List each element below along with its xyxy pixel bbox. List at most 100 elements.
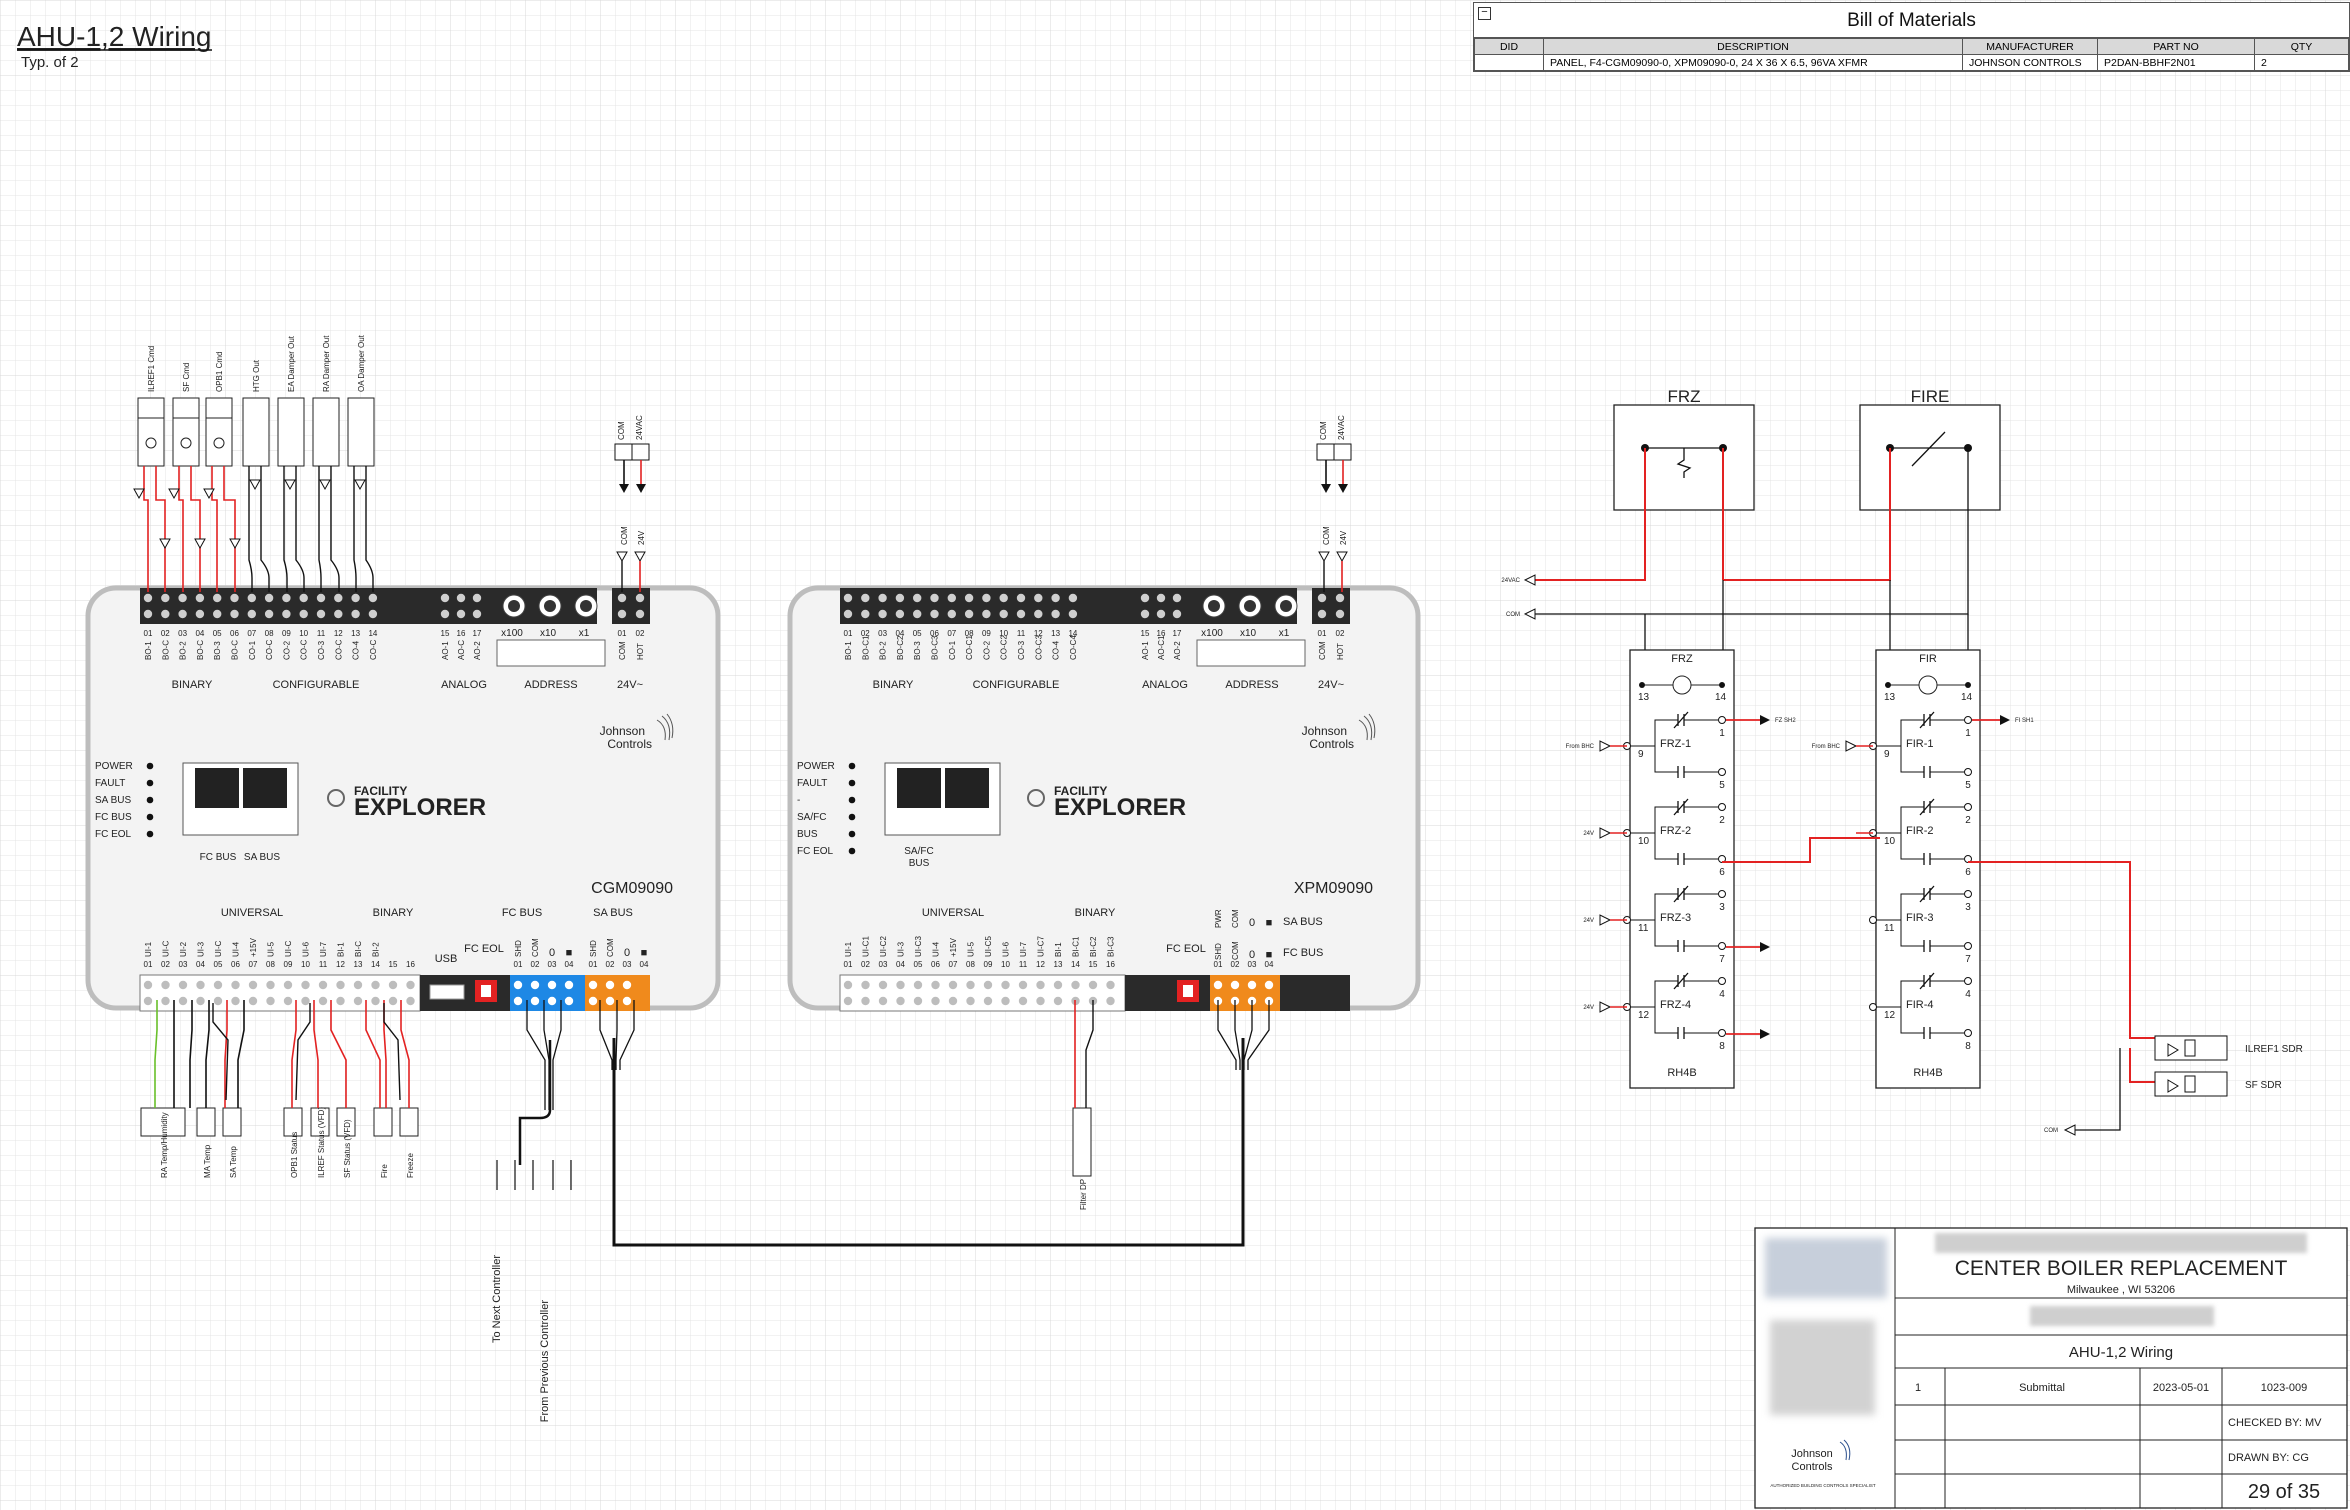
- terminal-screw[interactable]: [388, 980, 398, 990]
- terminal-screw[interactable]: [318, 980, 328, 990]
- terminal-screw[interactable]: [843, 996, 853, 1006]
- terminal-screw[interactable]: [878, 980, 888, 990]
- terminal-screw[interactable]: [878, 609, 887, 619]
- terminal-screw[interactable]: [195, 593, 205, 603]
- terminal-screw[interactable]: [143, 996, 153, 1006]
- terminal-screw[interactable]: [999, 609, 1008, 619]
- terminal-screw[interactable]: [1172, 593, 1182, 603]
- terminal-screw[interactable]: [635, 609, 645, 619]
- terminal-screw[interactable]: [948, 980, 958, 990]
- terminal-screw[interactable]: [1071, 980, 1080, 990]
- terminal-screw[interactable]: [368, 609, 378, 619]
- terminal-screw[interactable]: [371, 996, 380, 1006]
- terminal-screw[interactable]: [195, 609, 205, 619]
- terminal-screw[interactable]: [161, 609, 170, 619]
- terminal-screw[interactable]: [316, 609, 326, 619]
- terminal-screw[interactable]: [1106, 996, 1115, 1006]
- terminal-screw[interactable]: [843, 609, 853, 619]
- terminal-screw[interactable]: [1264, 980, 1274, 990]
- terminal-screw[interactable]: [588, 980, 598, 990]
- terminal-screw[interactable]: [247, 609, 256, 619]
- terminal-screw[interactable]: [1088, 980, 1098, 990]
- terminal-screw[interactable]: [1068, 609, 1078, 619]
- terminal-screw[interactable]: [161, 996, 170, 1006]
- terminal-screw[interactable]: [196, 980, 205, 990]
- terminal-screw[interactable]: [1230, 980, 1240, 990]
- terminal-screw[interactable]: [143, 609, 153, 619]
- terminal-screw[interactable]: [1068, 593, 1078, 603]
- terminal-screw[interactable]: [1247, 980, 1257, 990]
- terminal-screw[interactable]: [230, 609, 239, 619]
- terminal-screw[interactable]: [982, 593, 991, 603]
- terminal-screw[interactable]: [299, 593, 308, 603]
- terminal-screw[interactable]: [1001, 996, 1010, 1006]
- terminal-screw[interactable]: [301, 980, 310, 990]
- terminal-screw[interactable]: [316, 593, 326, 603]
- terminal-screw[interactable]: [931, 980, 940, 990]
- terminal-screw[interactable]: [964, 593, 974, 603]
- terminal-screw[interactable]: [282, 609, 291, 619]
- terminal-screw[interactable]: [472, 609, 482, 619]
- terminal-screw[interactable]: [964, 609, 974, 619]
- terminal-screw[interactable]: [213, 609, 222, 619]
- terminal-screw[interactable]: [178, 609, 187, 619]
- terminal-screw[interactable]: [1335, 609, 1345, 619]
- terminal-screw[interactable]: [230, 593, 239, 603]
- terminal-screw[interactable]: [371, 980, 380, 990]
- terminal-screw[interactable]: [231, 996, 240, 1006]
- terminal-screw[interactable]: [947, 593, 956, 603]
- terminal-screw[interactable]: [1140, 593, 1150, 603]
- terminal-screw[interactable]: [622, 996, 632, 1006]
- terminal-screw[interactable]: [248, 996, 258, 1006]
- terminal-screw[interactable]: [178, 996, 188, 1006]
- terminal-screw[interactable]: [635, 593, 645, 603]
- terminal-screw[interactable]: [895, 593, 905, 603]
- terminal-screw[interactable]: [1036, 996, 1045, 1006]
- terminal-screw[interactable]: [605, 980, 615, 990]
- terminal-screw[interactable]: [406, 996, 415, 1006]
- terminal-screw[interactable]: [1213, 980, 1223, 990]
- terminal-screw[interactable]: [351, 609, 360, 619]
- terminal-screw[interactable]: [178, 593, 187, 603]
- terminal-screw[interactable]: [1001, 980, 1010, 990]
- terminal-screw[interactable]: [843, 593, 853, 603]
- terminal-screw[interactable]: [1034, 609, 1043, 619]
- terminal-screw[interactable]: [266, 980, 275, 990]
- terminal-screw[interactable]: [966, 996, 975, 1006]
- terminal-screw[interactable]: [947, 609, 956, 619]
- terminal-screw[interactable]: [913, 980, 923, 990]
- terminal-screw[interactable]: [861, 609, 870, 619]
- terminal-screw[interactable]: [301, 996, 310, 1006]
- terminal-screw[interactable]: [913, 609, 922, 619]
- terminal-screw[interactable]: [1106, 980, 1115, 990]
- terminal-screw[interactable]: [196, 996, 205, 1006]
- terminal-screw[interactable]: [351, 593, 360, 603]
- terminal-screw[interactable]: [283, 996, 293, 1006]
- terminal-screw[interactable]: [353, 980, 363, 990]
- terminal-screw[interactable]: [1156, 609, 1166, 619]
- terminal-screw[interactable]: [617, 593, 627, 603]
- collapse-icon[interactable]: −: [1478, 7, 1491, 20]
- terminal-screw[interactable]: [530, 996, 540, 1006]
- terminal-screw[interactable]: [1335, 593, 1345, 603]
- terminal-screw[interactable]: [1018, 980, 1028, 990]
- terminal-screw[interactable]: [336, 980, 345, 990]
- terminal-screw[interactable]: [1051, 609, 1060, 619]
- terminal-screw[interactable]: [456, 609, 466, 619]
- terminal-screw[interactable]: [334, 609, 343, 619]
- terminal-screw[interactable]: [283, 980, 293, 990]
- terminal-screw[interactable]: [861, 980, 870, 990]
- terminal-screw[interactable]: [406, 980, 415, 990]
- terminal-screw[interactable]: [248, 980, 258, 990]
- terminal-screw[interactable]: [564, 980, 574, 990]
- terminal-screw[interactable]: [318, 996, 328, 1006]
- terminal-screw[interactable]: [231, 980, 240, 990]
- terminal-screw[interactable]: [388, 996, 398, 1006]
- terminal-screw[interactable]: [861, 996, 870, 1006]
- terminal-screw[interactable]: [605, 996, 615, 1006]
- terminal-screw[interactable]: [247, 593, 256, 603]
- terminal-screw[interactable]: [1317, 609, 1327, 619]
- terminal-screw[interactable]: [896, 980, 905, 990]
- terminal-screw[interactable]: [983, 980, 993, 990]
- terminal-screw[interactable]: [878, 593, 887, 603]
